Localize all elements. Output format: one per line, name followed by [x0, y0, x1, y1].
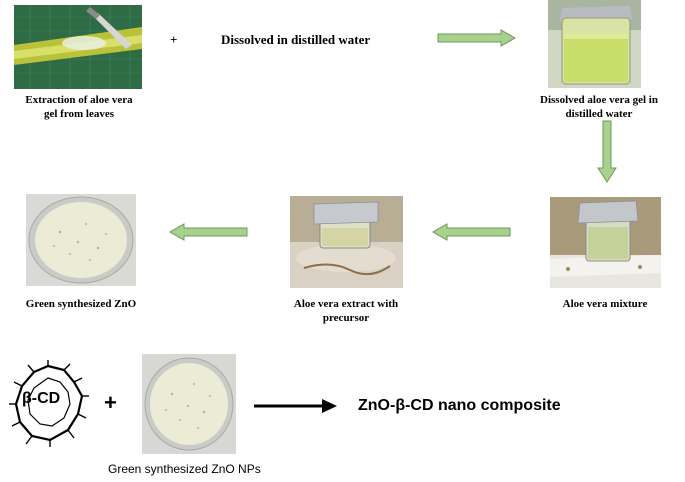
product-label: ZnO-β-CD nano composite: [358, 397, 561, 414]
beta-cd-label: β-CD: [22, 390, 61, 407]
caption-extract-precursor-line-1: Aloe vera extract with: [293, 298, 399, 310]
green-arrow-down: [597, 120, 617, 183]
caption-green-zno: Green synthesized ZnO: [25, 298, 137, 310]
green-arrow-left-mid-left: [168, 223, 248, 241]
caption-zno-nps: Green synthesized ZnO NPs: [108, 462, 261, 476]
caption-dissolved-gel-line-1: Dissolved aloe vera gel in: [540, 94, 658, 106]
green-arrow-left-mid-right: [431, 223, 511, 241]
caption-extract-precursor: Aloe vera extract with precursor: [262, 297, 430, 325]
zno-nps-dish-photo: [142, 354, 236, 454]
aloe-leaf-extraction-photo: [14, 5, 142, 89]
caption-dissolved-gel-line-2: distilled water: [565, 108, 633, 120]
caption-leaf-extraction: Extraction of aloe vera gel from leaves: [4, 93, 154, 121]
caption-leaf-extraction-line-2: gel from leaves: [43, 108, 115, 120]
dissolved-gel-beaker-photo: [548, 0, 641, 88]
caption-dissolved-gel: Dissolved aloe vera gel in distilled wat…: [520, 93, 678, 121]
caption-leaf-extraction-line-1: Extraction of aloe vera: [25, 94, 133, 106]
beta-cyclodextrin-structure: [9, 360, 89, 447]
step-label-dissolved: Dissolved in distilled water: [221, 32, 371, 47]
caption-aloe-mixture: Aloe vera mixture: [562, 298, 648, 310]
extract-with-precursor-photo: [290, 196, 403, 288]
aloe-mixture-hotplate-photo: [550, 197, 661, 288]
green-arrow-right-top: [437, 29, 517, 47]
black-arrow-right: [254, 399, 337, 413]
green-zno-dish-photo: [26, 194, 136, 286]
caption-extract-precursor-line-2: precursor: [322, 312, 370, 324]
plus-sign-bottom: +: [104, 390, 117, 415]
plus-sign-top: +: [170, 32, 178, 47]
